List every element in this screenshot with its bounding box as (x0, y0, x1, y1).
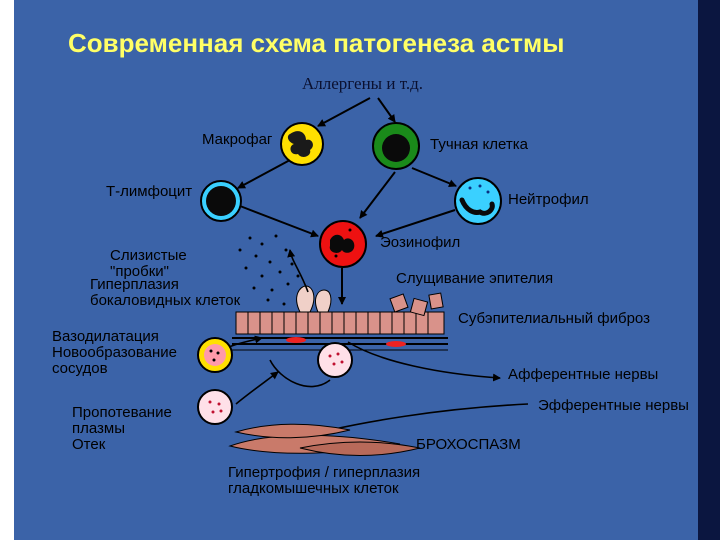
allergens-label: Аллергены и т.д. (302, 74, 424, 93)
eosinophil-label: Эозинофил (380, 234, 461, 251)
macrophage-label: Макрофаг (202, 131, 273, 148)
afferent-nerve-line (347, 341, 501, 382)
slide-edge-bar (698, 0, 720, 540)
t-lymphocyte-label: Т-лимфоцит (106, 183, 193, 200)
arrow-neutrophil-eosinophil (375, 209, 456, 238)
vasodilation-label: Вазодилатация Новообразование сосудов (52, 328, 177, 377)
arrow-macrophage-t-lymphocyte (237, 159, 291, 189)
vessel-cell-3 (197, 389, 233, 425)
cell-arrows (237, 97, 457, 305)
bronchospasm-label: БРОХОСПАЗМ (416, 436, 521, 453)
macrophage-icon (280, 122, 324, 166)
goblet-hyperplasia-label: Гиперплазия бокаловидных клеток (90, 276, 241, 309)
t-lymphocyte-icon (200, 180, 242, 222)
arrow-allergen-macrophage (317, 97, 371, 127)
slide-title: Современная схема патогенеза астмы (68, 28, 565, 58)
mast-cell-icon (372, 122, 420, 170)
arrow-t-lymphocyte-eosinophil (239, 205, 319, 238)
vessel-cell-1 (197, 337, 233, 373)
smooth-muscle-cells (228, 423, 421, 456)
neutrophil-icon (454, 177, 502, 225)
subepithelial-fibrosis-label: Субэпителиальный фиброз (458, 310, 650, 327)
afferent-nerves-label: Афферентные нервы (508, 366, 659, 383)
vessel-cell-2 (317, 342, 353, 378)
efferent-nerves-label: Эфферентные нервы (538, 397, 689, 414)
mucus-dots (238, 234, 302, 306)
eosinophil-icon (319, 220, 367, 268)
mucus-plugs-label: Слизистые "пробки" (110, 247, 187, 280)
arrow-mast-cell-eosinophil (359, 171, 396, 219)
nerve-pathways (209, 249, 529, 444)
arrow-mast-cell-neutrophil (411, 167, 457, 188)
smooth-muscle-label: Гипертрофия / гиперплазия гладкомышечных… (228, 464, 421, 497)
epithelium-layer (232, 285, 448, 351)
arrow-allergen-mast-cell (377, 97, 396, 123)
epithelial-shedding-label: Слущивание эпителия (396, 270, 554, 287)
plasma-leak-label: Пропотевание плазмы Отек (72, 404, 172, 453)
neutrophil-label: Нейтрофил (508, 191, 589, 208)
mast-cell-label: Тучная клетка (430, 136, 528, 153)
